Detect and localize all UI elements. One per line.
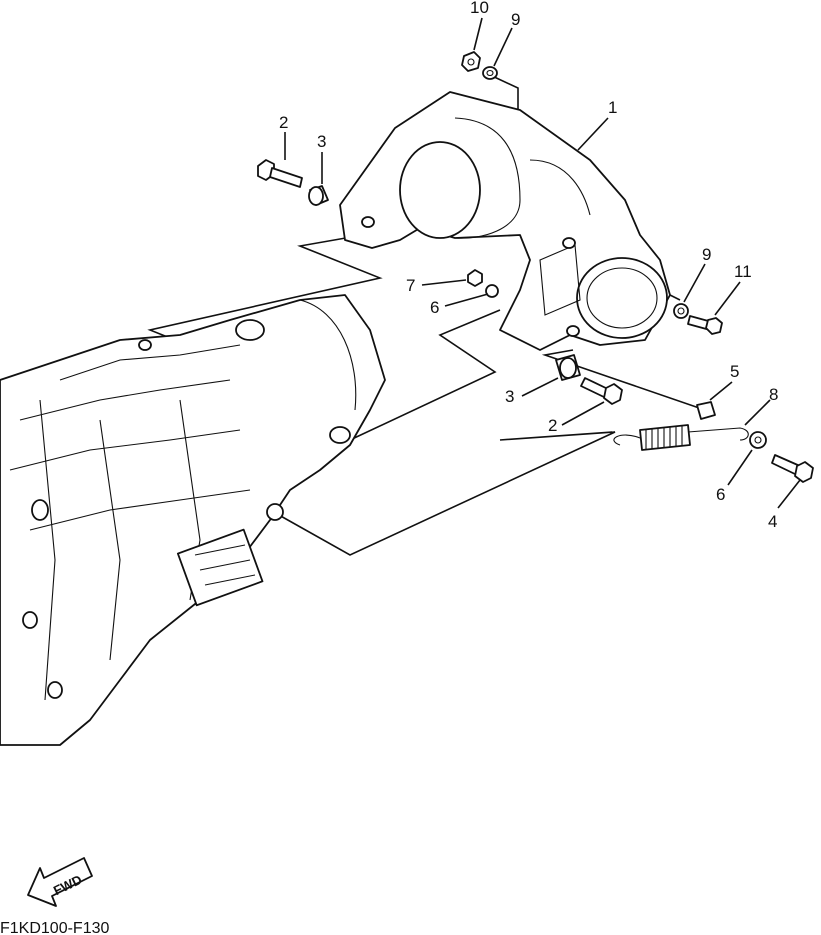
callout-9-right: 9	[702, 245, 711, 264]
callout-1: 1	[608, 98, 617, 117]
spring-part-8	[613, 424, 749, 451]
callout-6-lower: 6	[716, 485, 725, 504]
callout-8: 8	[769, 385, 778, 404]
collar-part-3-top	[308, 185, 329, 206]
washer-part-6-mid	[485, 284, 499, 298]
hardware-parts	[257, 51, 814, 483]
cap-part-5	[696, 401, 716, 420]
bolt-part-2-top	[257, 159, 303, 188]
callout-4: 4	[768, 512, 777, 531]
callout-7: 7	[406, 276, 415, 295]
callout-9-top: 9	[511, 10, 520, 29]
callout-3-lower: 3	[505, 387, 514, 406]
callout-labels: 10 9 1 2 3 7 6 9 11 5 3 8 2 6 4	[279, 0, 778, 531]
bolt-part-2-lower	[580, 377, 623, 405]
bolt-part-4	[771, 454, 814, 483]
washer-part-6-lower	[749, 431, 767, 449]
callout-2-top: 2	[279, 113, 288, 132]
callout-2-lower: 2	[548, 416, 557, 435]
washer-part-9-top	[482, 66, 498, 80]
callout-5: 5	[730, 362, 739, 381]
callout-11: 11	[734, 262, 752, 281]
jet-pump-assembly	[0, 294, 386, 746]
callout-10: 10	[470, 0, 489, 17]
collar-part-3-lower	[555, 354, 581, 381]
drawing-code: F1KD100-F130	[0, 920, 109, 935]
nut-part-7	[467, 269, 483, 287]
callout-6-mid: 6	[430, 298, 439, 317]
nut-part-10	[461, 51, 481, 72]
washer-part-9-right	[673, 303, 689, 319]
duct-housing-part-1	[339, 91, 671, 351]
callout-leaders	[284, 17, 801, 509]
bolt-part-11	[687, 315, 723, 335]
fwd-arrow-icon: FWD	[27, 857, 93, 907]
callout-3-top: 3	[317, 132, 326, 151]
